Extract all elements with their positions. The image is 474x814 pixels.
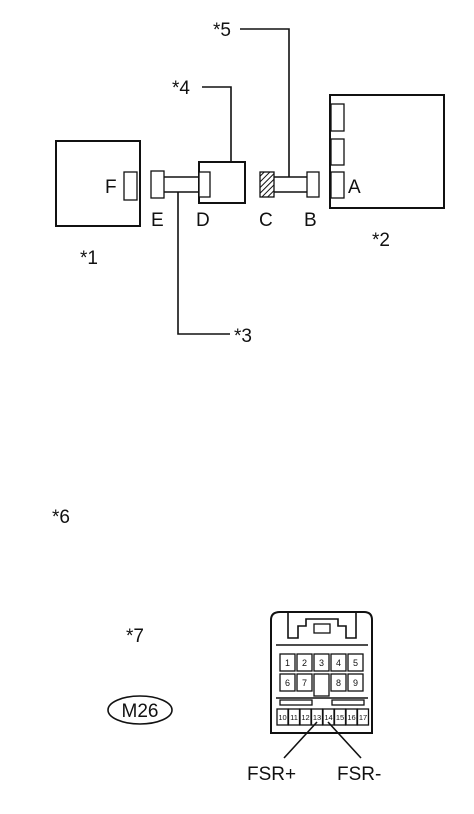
- terminal-cell: [347, 673, 364, 692]
- terminal-label: 15: [336, 713, 344, 722]
- terminal-cell: [356, 708, 370, 726]
- component-2-body: [329, 94, 445, 209]
- leader-4: [202, 86, 232, 162]
- terminal-cell: [279, 673, 296, 692]
- terminal-label: 7: [302, 678, 307, 688]
- connector-f: [123, 171, 138, 201]
- terminal-cell: [330, 673, 347, 692]
- connector-d-label: D: [196, 210, 210, 231]
- terminal-label: 1: [285, 658, 290, 668]
- component-2-port-1: [330, 103, 345, 132]
- terminal-cell: [296, 653, 313, 672]
- callout-5: *5: [213, 20, 231, 41]
- terminal-cell: [296, 673, 313, 692]
- callout-3: *3: [234, 326, 252, 347]
- harness-c-b: C B *5: [213, 20, 320, 231]
- terminal-label: 16: [347, 713, 355, 722]
- connector-e-label: E: [151, 210, 164, 231]
- connector-f-label: F: [105, 177, 117, 198]
- connector-d: [198, 171, 211, 198]
- connector-rib-right: [331, 699, 365, 706]
- callout-4: *4: [172, 78, 190, 99]
- leader-3: [177, 192, 230, 335]
- callout-6: *6: [52, 507, 70, 528]
- terminal-cell: [279, 653, 296, 672]
- terminal-label: 3: [319, 658, 324, 668]
- connector-e: [150, 170, 165, 199]
- terminal-label: 2: [302, 658, 307, 668]
- terminal-label: 5: [353, 658, 358, 668]
- terminal-row-1: 1 2 3 4 5: [279, 653, 364, 672]
- component-2: A *2: [329, 94, 445, 251]
- signal-fsr-plus: FSR+: [247, 764, 296, 785]
- leader-fsr-plus: [283, 721, 318, 759]
- connector-latch: [287, 612, 357, 639]
- terminal-label: 6: [285, 678, 290, 688]
- signal-fsr-minus: FSR-: [337, 764, 381, 785]
- terminal-cell: [313, 653, 330, 672]
- terminal-label: 10: [278, 713, 286, 722]
- connector-face: 1 2 3 4 5 6 7 8 9: [247, 611, 381, 785]
- component-1: F *1: [55, 140, 141, 269]
- harness-e-d: E D *4 *3: [150, 78, 252, 347]
- connector-a: [330, 171, 345, 199]
- terminal-row-2: 6 7 8 9: [279, 673, 364, 697]
- connector-c-label: C: [259, 210, 273, 231]
- connector-b-label: B: [304, 210, 317, 231]
- terminal-label: 14: [324, 713, 332, 722]
- connector-rib-left: [279, 699, 313, 706]
- terminal-cell: [330, 653, 347, 672]
- callout-7: *7: [126, 626, 144, 647]
- connector-a-label: A: [348, 177, 361, 198]
- connector-latch-tab: [313, 623, 331, 634]
- terminal-row-3: 10 11 12 13 14 15 16 17: [276, 708, 370, 726]
- connector-c: [259, 171, 275, 198]
- terminal-label: 8: [336, 678, 341, 688]
- terminal-label: 12: [301, 713, 309, 722]
- connector-code-badge: M26: [107, 695, 173, 725]
- callout-2: *2: [372, 230, 390, 251]
- connector-b: [306, 171, 320, 198]
- terminal-cell: [347, 653, 364, 672]
- component-2-port-2: [330, 138, 345, 166]
- callout-1: *1: [80, 248, 98, 269]
- terminal-label: 9: [353, 678, 358, 688]
- leader-5: [240, 28, 290, 177]
- terminal-label: 13: [313, 713, 321, 722]
- leader-fsr-minus: [327, 721, 362, 759]
- connector-code: M26: [122, 701, 159, 722]
- connector-code-ellipse: [107, 695, 173, 725]
- terminal-key-slot: [313, 673, 330, 697]
- terminal-label: 11: [290, 713, 298, 722]
- terminal-label: 17: [359, 713, 367, 722]
- terminal-label: 4: [336, 658, 341, 668]
